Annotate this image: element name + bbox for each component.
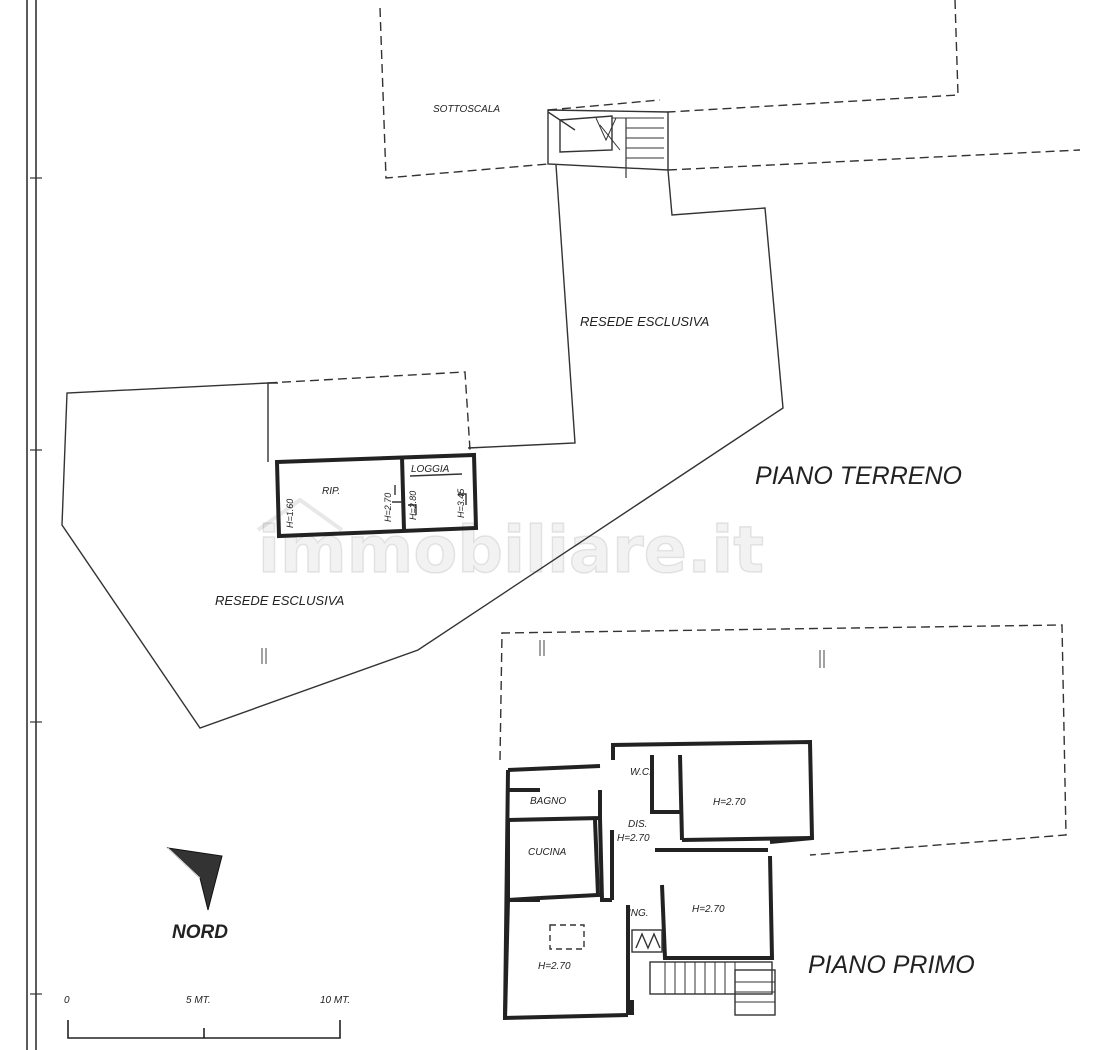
piano-terreno-title: PIANO TERRENO [755, 462, 962, 490]
sottoscala-stair [547, 109, 669, 178]
watermark-text: immobiliare.it [258, 514, 764, 588]
room-2-height-label: H=2.70 [692, 904, 725, 915]
resede-upper-area [61, 164, 784, 729]
room-1-height-label: H=2.70 [713, 797, 746, 808]
room-3-height-label: H=2.70 [538, 961, 571, 972]
first-floor-stairs [631, 929, 776, 1016]
piano-primo-title: PIANO PRIMO [808, 951, 975, 979]
loggia-height-2-label: H=3.45 [456, 488, 466, 518]
scale-tick-0: 0 [64, 995, 70, 1006]
first-floor-dashed-outline [499, 624, 1067, 856]
ground-floor-plan [61, 0, 1081, 729]
rip-label: RIP. [322, 486, 340, 497]
sottoscala-label: SOTTOSCALA [433, 104, 500, 115]
cucina-label: CUCINA [528, 847, 567, 858]
scale-bar [67, 1020, 341, 1039]
level-marks [261, 640, 825, 668]
annex-building [274, 452, 479, 539]
annex-dashed-outline [267, 371, 471, 451]
scale-tick-10: 10 MT. [320, 995, 350, 1006]
sheet-border [26, 0, 42, 1050]
bagno-label: BAGNO [530, 796, 566, 807]
dis-label: DIS. [628, 819, 647, 830]
scale-tick-5: 5 MT. [186, 995, 211, 1006]
wc-label: W.C. [630, 767, 652, 778]
resede-upper-label: RESEDE ESCLUSIVA [580, 314, 709, 329]
ing-label: ING. [628, 908, 649, 919]
north-label: NORD [172, 922, 228, 943]
apartment-walls [502, 739, 815, 1021]
rip-height-2-label: H=2.70 [383, 493, 393, 522]
watermark-logo-icon [256, 497, 344, 532]
dis-height-label: H=2.70 [617, 833, 650, 844]
rip-height-label: H=1.60 [285, 499, 295, 528]
kitchen-fixture [549, 924, 585, 950]
upper-building-outline [379, 0, 1081, 179]
loggia-height-1-label: H=2.80 [408, 491, 418, 520]
north-arrow-icon [166, 847, 223, 911]
loggia-label: LOGGIA [411, 464, 450, 475]
first-floor-plan [499, 624, 1067, 1021]
resede-lower-label: RESEDE ESCLUSIVA [215, 593, 344, 608]
